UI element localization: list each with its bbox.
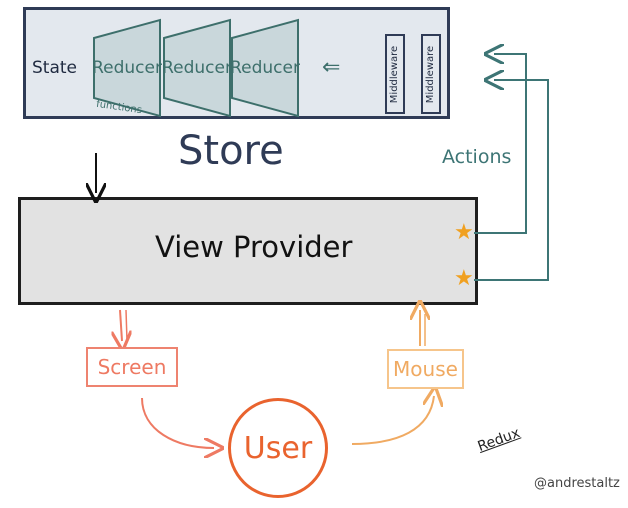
action-arrow-inner bbox=[474, 80, 549, 281]
user-circle: User bbox=[228, 398, 328, 498]
view-provider-label: View Provider bbox=[155, 230, 353, 264]
store-title: Store bbox=[178, 128, 284, 174]
action-arrow-outer bbox=[474, 54, 527, 234]
reducer-trapezoid-shape bbox=[93, 18, 161, 118]
screen-box: Screen bbox=[86, 347, 178, 387]
star-icon: ★ bbox=[454, 266, 474, 291]
middleware-1: Middleware bbox=[385, 34, 405, 114]
mouse-box: Mouse bbox=[387, 349, 464, 389]
reducer-1: Reducer bbox=[92, 18, 162, 118]
user-to-mouse-arrow bbox=[351, 396, 434, 445]
view-provider-box bbox=[18, 197, 478, 305]
middleware-2: Middleware bbox=[421, 34, 441, 114]
reducer-trapezoid-shape bbox=[231, 18, 299, 118]
reducer-label: Reducer bbox=[92, 58, 162, 78]
credit-label: @andrestaltz bbox=[534, 476, 620, 491]
view-to-screen-arrow bbox=[120, 309, 122, 341]
user-label: User bbox=[243, 430, 313, 466]
reducer-label: Reducer bbox=[230, 58, 300, 78]
reducer-trapezoid-shape bbox=[163, 18, 231, 118]
mouse-label: Mouse bbox=[393, 357, 458, 381]
screen-to-user-arrow bbox=[141, 397, 214, 448]
reducer-3: Reducer bbox=[230, 18, 300, 118]
reducer-label: Reducer bbox=[162, 58, 232, 78]
actions-label: Actions bbox=[442, 146, 512, 168]
star-icon: ★ bbox=[454, 220, 474, 245]
state-label: State bbox=[32, 58, 77, 78]
reducer-2: Reducer bbox=[162, 18, 232, 118]
left-arrow-icon: ⇐ bbox=[322, 55, 341, 80]
screen-label: Screen bbox=[97, 355, 167, 379]
